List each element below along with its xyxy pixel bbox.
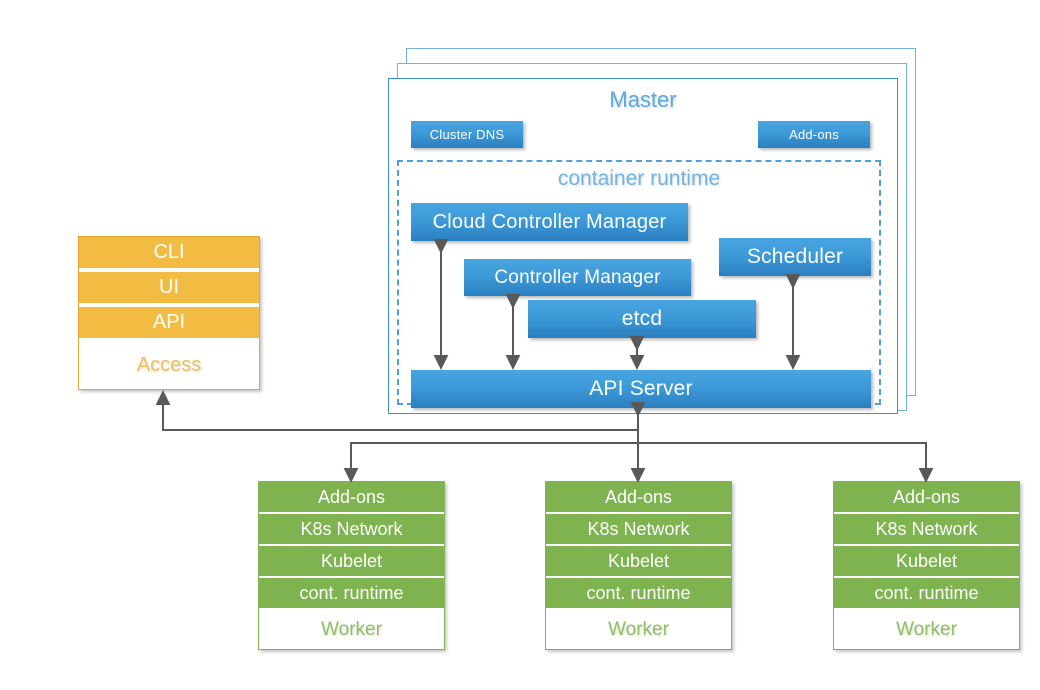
worker-3-row-network-label: K8s Network bbox=[875, 518, 978, 539]
api-server-box[interactable]: API Server bbox=[411, 370, 871, 408]
worker-2-row-runtime[interactable]: cont. runtime bbox=[546, 578, 731, 608]
worker-1-row-addons-label: Add-ons bbox=[317, 486, 386, 507]
worker-2-row-kubelet[interactable]: Kubelet bbox=[546, 546, 731, 576]
access-footer: Access bbox=[79, 342, 259, 389]
worker-3-footer: Worker bbox=[834, 610, 1019, 649]
worker-1-row-kubelet[interactable]: Kubelet bbox=[259, 546, 444, 576]
worker-1-footer: Worker bbox=[259, 610, 444, 649]
master-addons-label: Add-ons bbox=[789, 127, 839, 142]
worker-3-row-kubelet[interactable]: Kubelet bbox=[834, 546, 1019, 576]
worker-2-row-kubelet-label: Kubelet bbox=[607, 550, 670, 571]
master-title: Master bbox=[609, 87, 677, 112]
worker-node-3: Add-ons K8s Network Kubelet cont. runtim… bbox=[833, 481, 1020, 650]
worker-node-2: Add-ons K8s Network Kubelet cont. runtim… bbox=[545, 481, 732, 650]
worker-node-1: Add-ons K8s Network Kubelet cont. runtim… bbox=[258, 481, 445, 650]
access-row-cli-label: CLI bbox=[153, 241, 185, 263]
worker-3-row-addons[interactable]: Add-ons bbox=[834, 482, 1019, 512]
access-row-api-label: API bbox=[152, 311, 186, 333]
cluster-dns-box[interactable]: Cluster DNS bbox=[411, 121, 523, 148]
worker-3-row-network[interactable]: K8s Network bbox=[834, 514, 1019, 544]
arrow-apiserver-worker-3 bbox=[638, 442, 934, 483]
worker-2-row-network-label: K8s Network bbox=[587, 518, 690, 539]
scheduler-box[interactable]: Scheduler bbox=[719, 238, 871, 276]
cluster-dns-label: Cluster DNS bbox=[429, 127, 505, 142]
container-runtime-title: container runtime bbox=[557, 167, 721, 190]
api-server-label: API Server bbox=[589, 377, 693, 400]
etcd-box[interactable]: etcd bbox=[528, 300, 756, 338]
worker-3-row-kubelet-label: Kubelet bbox=[895, 550, 958, 571]
controller-manager-box[interactable]: Controller Manager bbox=[464, 259, 691, 296]
worker-2-row-network[interactable]: K8s Network bbox=[546, 514, 731, 544]
master-addons-box[interactable]: Add-ons bbox=[758, 121, 870, 148]
access-row-api[interactable]: API bbox=[79, 307, 259, 338]
arrow-apiserver-worker-1 bbox=[343, 442, 638, 483]
access-row-ui[interactable]: UI bbox=[79, 272, 259, 303]
worker-1-footer-label: Worker bbox=[321, 618, 382, 640]
cloud-controller-manager-label: Cloud Controller Manager bbox=[432, 210, 667, 233]
controller-manager-label: Controller Manager bbox=[494, 266, 661, 288]
worker-1-row-kubelet-label: Kubelet bbox=[320, 550, 383, 571]
worker-3-row-runtime-label: cont. runtime bbox=[874, 582, 979, 603]
access-row-cli[interactable]: CLI bbox=[79, 237, 259, 268]
worker-2-footer-label: Worker bbox=[608, 618, 669, 640]
scheduler-label: Scheduler bbox=[746, 245, 844, 268]
worker-3-row-runtime[interactable]: cont. runtime bbox=[834, 578, 1019, 608]
worker-1-row-runtime-label: cont. runtime bbox=[299, 582, 404, 603]
worker-3-row-addons-label: Add-ons bbox=[892, 486, 961, 507]
worker-2-row-addons[interactable]: Add-ons bbox=[546, 482, 731, 512]
worker-1-row-addons[interactable]: Add-ons bbox=[259, 482, 444, 512]
worker-3-footer-label: Worker bbox=[896, 618, 957, 640]
access-footer-label: Access bbox=[136, 354, 202, 376]
access-row-ui-label: UI bbox=[159, 276, 179, 298]
worker-2-footer: Worker bbox=[546, 610, 731, 649]
etcd-label: etcd bbox=[621, 307, 663, 330]
worker-1-row-network-label: K8s Network bbox=[300, 518, 403, 539]
worker-2-row-addons-label: Add-ons bbox=[604, 486, 673, 507]
worker-1-row-network[interactable]: K8s Network bbox=[259, 514, 444, 544]
worker-2-row-runtime-label: cont. runtime bbox=[586, 582, 691, 603]
worker-1-row-runtime[interactable]: cont. runtime bbox=[259, 578, 444, 608]
master-panel: Master Cluster DNS Add-ons container run… bbox=[388, 78, 898, 414]
access-card: CLI UI API Access bbox=[78, 236, 260, 390]
cloud-controller-manager-box[interactable]: Cloud Controller Manager bbox=[411, 203, 688, 241]
